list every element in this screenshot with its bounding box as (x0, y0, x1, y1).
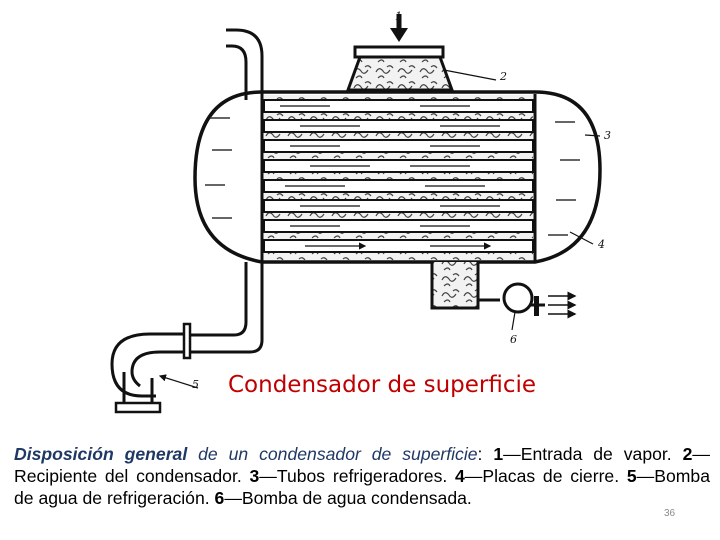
condenser-diagram: 1 2 3 4 5 6 (110, 10, 611, 414)
caption-item-num: 6 (214, 488, 225, 508)
caption-item-text: —Entrada de vapor. (503, 444, 683, 464)
callout-6: 6 (510, 333, 517, 346)
cooling-water-circuit (110, 28, 264, 414)
cooling-tubes (263, 99, 534, 253)
callout-5: 5 (192, 378, 199, 391)
caption-lead-bold: Disposición general (14, 444, 188, 464)
callout-1: 1 (395, 10, 402, 23)
figure-title: Condensador de superficie (228, 372, 537, 398)
steam-inlet (345, 14, 455, 92)
condensate-pump (478, 282, 577, 319)
caption-lead-rest: de un condensador de superficie (187, 444, 478, 464)
caption: Disposición general de un condensador de… (14, 443, 710, 509)
caption-item-num: 1 (493, 444, 504, 464)
caption-item-text: —Bomba de agua condensada. (224, 488, 472, 508)
caption-item-num: 4 (454, 466, 465, 486)
callout-2: 2 (499, 70, 507, 83)
callout-leaders (443, 69, 601, 331)
caption-item-text: —Placas de cierre. (464, 466, 627, 486)
caption-item-num: 2 (682, 444, 693, 464)
callout-4: 4 (597, 238, 605, 251)
callout-3: 3 (604, 129, 611, 142)
slide-number: 36 (664, 508, 676, 519)
caption-item-text: —Recipiente del condensador. (14, 444, 710, 486)
hotwell (430, 262, 480, 310)
caption-colon: : (477, 444, 483, 464)
caption-item-text: —Bomba de agua de refrigeración. (14, 466, 710, 508)
caption-item-num: 3 (249, 466, 260, 486)
caption-item-num: 5 (626, 466, 637, 486)
inlet-arrow (390, 14, 408, 42)
caption-item-text: —Tubos refrigeradores. (259, 466, 455, 486)
flow-arrows (280, 105, 500, 246)
condenser-shell (193, 90, 602, 264)
water-chamber-lines (205, 117, 580, 236)
